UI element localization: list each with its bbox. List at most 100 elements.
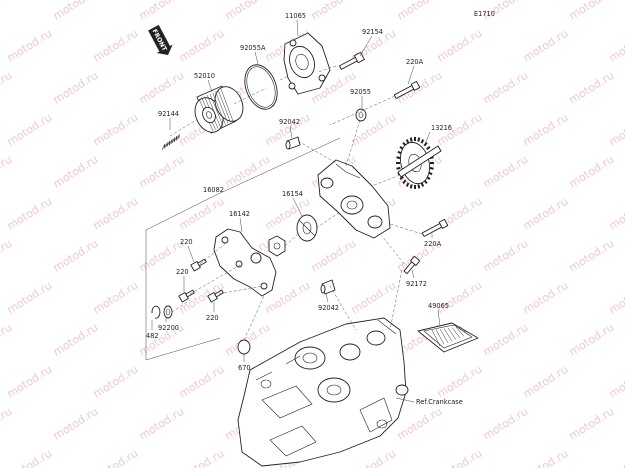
watermark-text: motod.ru (91, 447, 141, 468)
watermark-text: motod.ru (309, 0, 359, 23)
leader-lines (145, 19, 441, 403)
label-92172: 92172 (406, 280, 427, 288)
o-ring-large (244, 64, 278, 110)
label-16142: 16142 (229, 210, 250, 218)
watermark-text: motod.ru (51, 0, 101, 23)
label-16154: 16154 (282, 190, 303, 198)
watermark-text: motod.ru (5, 111, 55, 149)
label-52010: 52010 (194, 72, 215, 80)
watermark-text: motod.ru (349, 279, 399, 317)
label-16082: 16082 (203, 186, 224, 194)
dowel-pin-top (285, 136, 301, 150)
o-ring-670 (237, 339, 251, 355)
label-482: 482 (146, 332, 159, 340)
watermark-text: motod.ru (567, 237, 617, 275)
watermark-text: motod.ru (567, 153, 617, 191)
watermark-text: motod.ru (481, 69, 531, 107)
watermark-text: motod.ru (0, 0, 14, 23)
label-92042-top: 92042 (279, 118, 300, 126)
bolt-220-c (207, 289, 224, 303)
crankcase (237, 317, 409, 467)
watermark-text: motod.ru (435, 27, 485, 65)
label-220a-mid: 220A (424, 240, 442, 248)
watermark-text: motod.ru (223, 0, 273, 23)
watermark-text: motod.ru (5, 363, 55, 401)
assembly-lines (169, 65, 423, 341)
label-670: 670 (238, 364, 251, 372)
watermark-text: motod.ru (521, 195, 571, 233)
watermark-text: motod.ru (607, 195, 625, 233)
dowel-pin-bottom (320, 279, 336, 295)
watermark-text: motod.ru (91, 363, 141, 401)
watermark-text: motod.ru (607, 27, 625, 65)
watermark-text: motod.ru (51, 405, 101, 443)
bolt-220a-mid (421, 218, 449, 237)
bolt-220-b (178, 289, 195, 303)
watermark-text: motod.ru (137, 405, 187, 443)
watermark-text: motod.ru (567, 321, 617, 359)
watermark-text: motod.ru (91, 279, 141, 317)
oil-screen (417, 322, 479, 353)
watermark-text: motod.ru (435, 279, 485, 317)
label-13216: 13216 (431, 124, 452, 132)
watermark-text: motod.ru (435, 447, 485, 468)
washer-92055 (355, 108, 367, 122)
watermark-text: motod.ru (0, 405, 14, 443)
watermark-text: motod.ru (607, 363, 625, 401)
bolt-92172 (403, 255, 421, 275)
watermark-text: motod.ru (137, 153, 187, 191)
watermark-text: motod.ru (395, 0, 445, 23)
watermark-text: motod.ru (435, 363, 485, 401)
watermark-text: motod.ru (0, 153, 14, 191)
watermark-text: motod.ru (567, 69, 617, 107)
reference-crankcase: Ref.Crankcase (416, 398, 463, 406)
label-220a-top: 220A (406, 58, 424, 66)
diagram-code: E1710 (474, 10, 495, 18)
watermark-text: motod.ru (177, 447, 227, 468)
front-arrow-icon (148, 24, 173, 56)
watermark-text: motod.ru (0, 69, 14, 107)
watermark-text: motod.ru (521, 447, 571, 468)
filter-cover (283, 32, 331, 95)
label-11065: 11065 (285, 12, 306, 20)
watermark-text: motod.ru (5, 279, 55, 317)
watermark-text: motod.ru (223, 153, 273, 191)
inner-rotor (268, 235, 286, 257)
oil-pump-body (317, 159, 391, 239)
watermark-text: motod.ru (309, 237, 359, 275)
bolt-92154 (339, 51, 365, 70)
label-92055: 92055 (350, 88, 371, 96)
label-220-a: 220 (180, 238, 193, 246)
watermark-text: motod.ru (0, 321, 14, 359)
part-labels: 11065 92154 92055A 52010 220A 92055 9214… (146, 12, 463, 406)
watermark-text: motod.ru (521, 27, 571, 65)
watermark-text: motod.ru (521, 363, 571, 401)
watermark-text: motod.ru (567, 0, 617, 23)
watermark-text: motod.ru (607, 111, 625, 149)
label-220-c: 220 (206, 314, 219, 322)
watermark-text: motod.ru (51, 321, 101, 359)
watermark-text: motod.ru (91, 27, 141, 65)
pump-cover (213, 228, 277, 297)
label-92154: 92154 (362, 28, 383, 36)
oil-pump-gear (396, 137, 442, 189)
watermark-text: motod.ru (607, 447, 625, 468)
watermark-text: motod.ru (91, 195, 141, 233)
watermark-text: motod.ru (481, 153, 531, 191)
relief-spring (161, 134, 180, 151)
watermark-text: motod.ru (177, 363, 227, 401)
watermark-text: motod.ru (137, 0, 187, 23)
watermark-text: motod.ru (5, 27, 55, 65)
label-92042-bottom: 92042 (318, 304, 339, 312)
label-92055a: 92055A (240, 44, 266, 52)
watermark-text: motod.ru (481, 321, 531, 359)
watermark-text: motod.ru (51, 69, 101, 107)
pump-rotor (296, 214, 318, 242)
watermark-text: motod.ru (91, 111, 141, 149)
watermark-text: motod.ru (521, 111, 571, 149)
label-49065: 49065 (428, 302, 449, 310)
oil-filter (194, 85, 244, 134)
watermark-text: motod.ru (481, 405, 531, 443)
watermark-text: motod.ru (5, 447, 55, 468)
